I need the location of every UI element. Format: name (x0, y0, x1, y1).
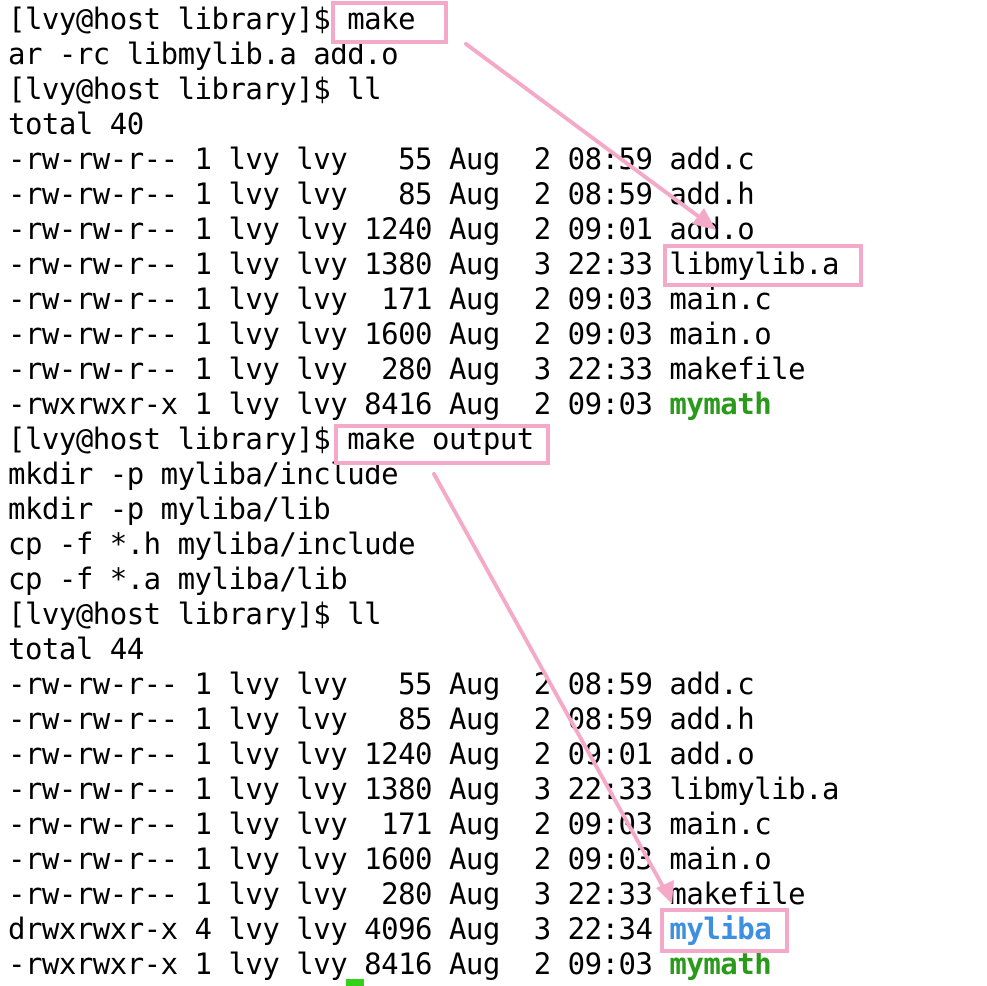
terminal-line-text: -rw-rw-r-- 1 lvy lvy 280 Aug 3 22:33 mak… (8, 352, 806, 386)
terminal-line-text: -rw-rw-r-- 1 lvy lvy 55 Aug 2 08:59 add.… (8, 142, 755, 176)
terminal-line-text: -rw-rw-r-- 1 lvy lvy 171 Aug 2 09:03 mai… (8, 282, 772, 316)
directory-name: myliba (669, 912, 772, 946)
terminal-line-text: -rw-rw-r-- 1 lvy lvy 1600 Aug 2 09:03 ma… (8, 842, 772, 876)
terminal-line: [lvy@host library]$ make output (8, 422, 983, 457)
terminal-line: -rw-rw-r-- 1 lvy lvy 1240 Aug 2 09:01 ad… (8, 212, 983, 247)
terminal-line: [lvy@host library]$ ll (8, 597, 983, 632)
terminal-line: -rw-rw-r-- 1 lvy lvy 55 Aug 2 08:59 add.… (8, 667, 983, 702)
terminal-line-text: [lvy@host library]$ ll (8, 597, 382, 631)
terminal-line-text: ar -rc libmylib.a add.o (8, 37, 399, 71)
terminal-line: -rw-rw-r-- 1 lvy lvy 55 Aug 2 08:59 add.… (8, 142, 983, 177)
terminal-line: -rw-rw-r-- 1 lvy lvy 171 Aug 2 09:03 mai… (8, 807, 983, 842)
terminal-line: -rw-rw-r-- 1 lvy lvy 1600 Aug 2 09:03 ma… (8, 317, 983, 352)
terminal-line-text: -rw-rw-r-- 1 lvy lvy 1380 Aug 3 22:33 li… (8, 772, 840, 806)
terminal-line: [lvy@host library]$ ll (8, 72, 983, 107)
terminal-line: cp -f *.a myliba/lib (8, 562, 983, 597)
terminal-line: mkdir -p myliba/lib (8, 492, 983, 527)
terminal-line: -rw-rw-r-- 1 lvy lvy 85 Aug 2 08:59 add.… (8, 702, 983, 737)
terminal-line-text: total 40 (8, 107, 144, 141)
terminal-line: -rw-rw-r-- 1 lvy lvy 85 Aug 2 08:59 add.… (8, 177, 983, 212)
terminal-line-text: mkdir -p myliba/lib (8, 492, 331, 526)
terminal-line: total 40 (8, 107, 983, 142)
terminal-line-text: -rw-rw-r-- 1 lvy lvy 171 Aug 2 09:03 mai… (8, 807, 772, 841)
terminal-cursor (346, 979, 364, 986)
terminal-line-text: drwxrwxr-x 4 lvy lvy 4096 Aug 3 22:34 (8, 912, 670, 946)
terminal-line: mkdir -p myliba/include (8, 457, 983, 492)
terminal-line-text: [lvy@host library]$ make (8, 2, 416, 36)
terminal-line-text: cp -f *.h myliba/include (8, 527, 416, 561)
terminal-line: -rwxrwxr-x 1 lvy lvy 8416 Aug 2 09:03 my… (8, 387, 983, 422)
terminal-line-text: total 44 (8, 632, 144, 666)
terminal-line-text: mkdir -p myliba/include (8, 457, 399, 491)
terminal-line-text: -rw-rw-r-- 1 lvy lvy 280 Aug 3 22:33 mak… (8, 877, 806, 911)
terminal-line: -rw-rw-r-- 1 lvy lvy 1380 Aug 3 22:33 li… (8, 772, 983, 807)
terminal-line: drwxrwxr-x 4 lvy lvy 4096 Aug 3 22:34 my… (8, 912, 983, 947)
terminal-line: -rw-rw-r-- 1 lvy lvy 171 Aug 2 09:03 mai… (8, 282, 983, 317)
terminal-line-text: -rw-rw-r-- 1 lvy lvy 1240 Aug 2 09:01 ad… (8, 737, 755, 771)
executable-name: mymath (669, 947, 772, 981)
terminal-line-text: -rw-rw-r-- 1 lvy lvy 1240 Aug 2 09:01 ad… (8, 212, 755, 246)
terminal-line-text: -rw-rw-r-- 1 lvy lvy 1600 Aug 2 09:03 ma… (8, 317, 772, 351)
terminal-line-text: -rw-rw-r-- 1 lvy lvy 55 Aug 2 08:59 add.… (8, 667, 755, 701)
terminal-line-text: -rwxrwxr-x 1 lvy lvy 8416 Aug 2 09:03 (8, 387, 670, 421)
terminal-line: total 44 (8, 632, 983, 667)
terminal-line: -rw-rw-r-- 1 lvy lvy 1380 Aug 3 22:33 li… (8, 247, 983, 282)
terminal-line-text: -rw-rw-r-- 1 lvy lvy 1380 Aug 3 22:33 li… (8, 247, 840, 281)
terminal-line: -rw-rw-r-- 1 lvy lvy 280 Aug 3 22:33 mak… (8, 352, 983, 387)
terminal-line-text: -rwxrwxr-x 1 lvy lvy 8416 Aug 2 09:03 (8, 947, 670, 981)
terminal-line: cp -f *.h myliba/include (8, 527, 983, 562)
terminal-line-text: -rw-rw-r-- 1 lvy lvy 85 Aug 2 08:59 add.… (8, 702, 755, 736)
terminal-line: -rw-rw-r-- 1 lvy lvy 1240 Aug 2 09:01 ad… (8, 737, 983, 772)
terminal-line-text: cp -f *.a myliba/lib (8, 562, 348, 596)
terminal-line: [lvy@host library]$ make (8, 2, 983, 37)
terminal-line-text: [lvy@host library]$ make output (8, 422, 534, 456)
executable-name: mymath (669, 387, 772, 421)
terminal-line: -rw-rw-r-- 1 lvy lvy 280 Aug 3 22:33 mak… (8, 877, 983, 912)
terminal-line-text: -rw-rw-r-- 1 lvy lvy 85 Aug 2 08:59 add.… (8, 177, 755, 211)
terminal-line: -rwxrwxr-x 1 lvy lvy 8416 Aug 2 09:03 my… (8, 947, 983, 982)
terminal-line: -rw-rw-r-- 1 lvy lvy 1600 Aug 2 09:03 ma… (8, 842, 983, 877)
terminal-line: ar -rc libmylib.a add.o (8, 37, 983, 72)
terminal-line-text: [lvy@host library]$ ll (8, 72, 382, 106)
